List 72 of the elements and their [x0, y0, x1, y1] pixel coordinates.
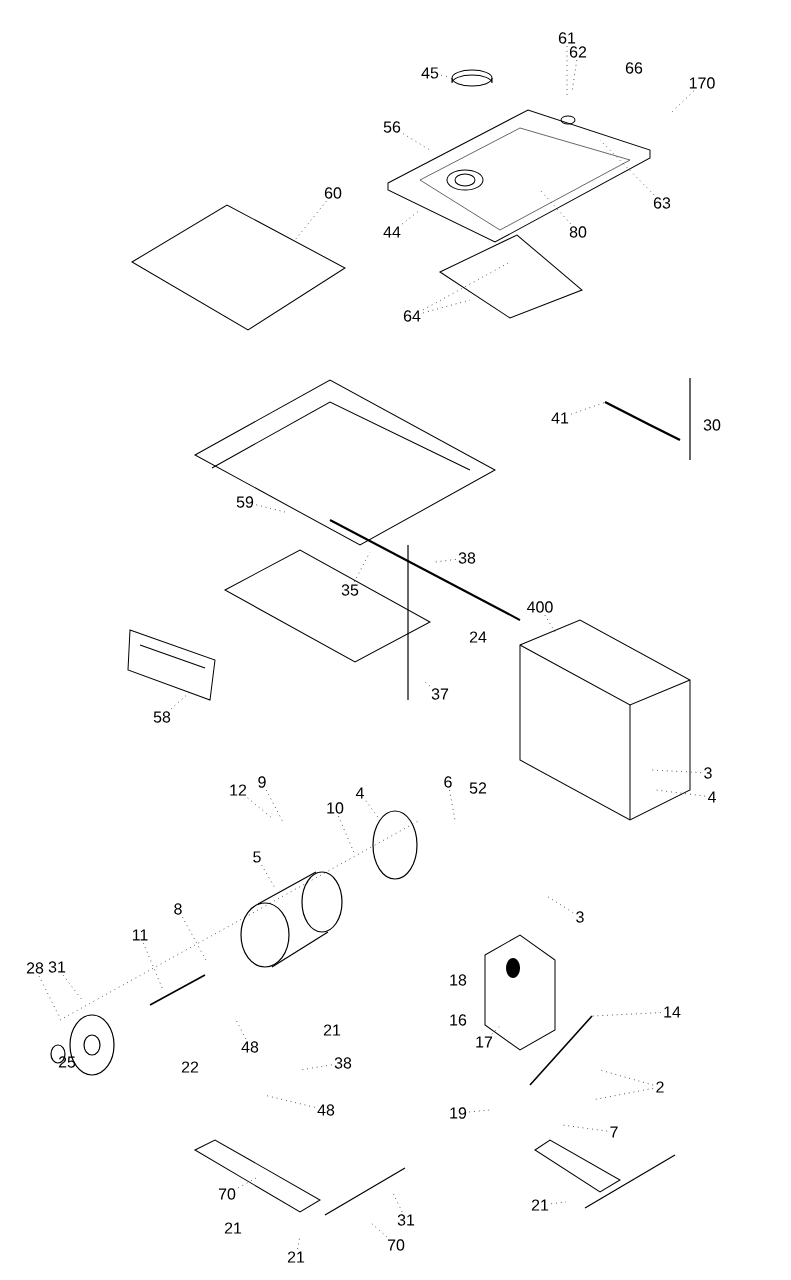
leader-line	[655, 789, 706, 797]
leader-line	[599, 1069, 654, 1086]
callout-number: 38	[458, 552, 476, 564]
callout-number: 17	[476, 1036, 493, 1048]
callout-number: 9	[258, 776, 266, 788]
leader-line	[424, 681, 431, 687]
callout-number: 30	[703, 419, 721, 431]
callout-number: 12	[230, 784, 247, 796]
leader-line	[237, 1176, 259, 1189]
callout-number: 58	[153, 711, 171, 723]
leader-line	[570, 401, 607, 415]
callout-number: 28	[26, 962, 44, 974]
callout-number: 80	[569, 226, 587, 238]
callout-number: 59	[236, 496, 254, 508]
callout-number: 400	[527, 601, 553, 613]
callout-number: 48	[241, 1041, 259, 1053]
callout-number: 18	[450, 974, 467, 986]
callout-number: 21	[531, 1199, 549, 1211]
leader-line	[369, 1221, 388, 1238]
callout-number: 44	[383, 226, 401, 238]
callout-number: 21	[323, 1024, 341, 1036]
callout-number: 170	[689, 77, 715, 89]
callout-number: 60	[324, 187, 342, 199]
leader-line	[338, 815, 356, 856]
callout-number: 70	[387, 1239, 405, 1251]
callout-number: 63	[653, 197, 671, 209]
callout-number: 41	[551, 412, 569, 424]
callout-number: 31	[48, 961, 66, 973]
callout-number: 6	[444, 776, 452, 788]
leader-line	[434, 559, 457, 563]
callout-number: 52	[469, 782, 487, 794]
callout-number: 21	[224, 1222, 242, 1234]
leader-line	[422, 261, 511, 311]
callout-number: 19	[450, 1107, 467, 1119]
callout-number: 45	[421, 67, 439, 79]
callout-number: 24	[469, 631, 487, 643]
leader-line	[182, 916, 208, 963]
callout-number: 35	[341, 584, 359, 596]
callout-number: 21	[287, 1251, 305, 1263]
callout-number: 56	[383, 121, 401, 133]
callout-number: 4	[707, 791, 716, 803]
callout-number: 16	[450, 1014, 467, 1026]
callout-number: 5	[253, 851, 261, 863]
callout-number: 2	[656, 1081, 664, 1093]
callout-number: 7	[610, 1126, 618, 1138]
callout-number: 48	[317, 1104, 335, 1116]
callout-number: 31	[397, 1214, 415, 1226]
leader-line	[422, 299, 471, 314]
callout-number: 66	[625, 62, 643, 74]
callout-number: 3	[704, 767, 712, 779]
leader-line	[544, 614, 556, 633]
callout-number: 38	[334, 1057, 352, 1069]
callout-number: 10	[327, 802, 344, 814]
leader-line	[401, 209, 421, 225]
callout-number: 62	[569, 46, 587, 58]
callout-number: 37	[431, 688, 449, 700]
leader-line	[671, 90, 695, 113]
leader-line	[591, 1012, 662, 1017]
callout-number: 64	[403, 310, 421, 322]
leader-line	[449, 789, 456, 821]
callout-number: 61	[558, 32, 576, 44]
callout-number: 14	[664, 1006, 681, 1018]
leader-line	[255, 504, 286, 513]
callout-number: 25	[58, 1056, 76, 1068]
callout-number: 70	[218, 1188, 236, 1200]
callout-number: 22	[181, 1061, 199, 1073]
leader-line	[392, 1192, 403, 1213]
callout-number: 11	[132, 929, 148, 941]
callout-number: 3	[576, 911, 584, 923]
callout-number: 8	[174, 903, 182, 915]
callout-number: 4	[355, 787, 364, 799]
leader-line	[294, 200, 327, 241]
